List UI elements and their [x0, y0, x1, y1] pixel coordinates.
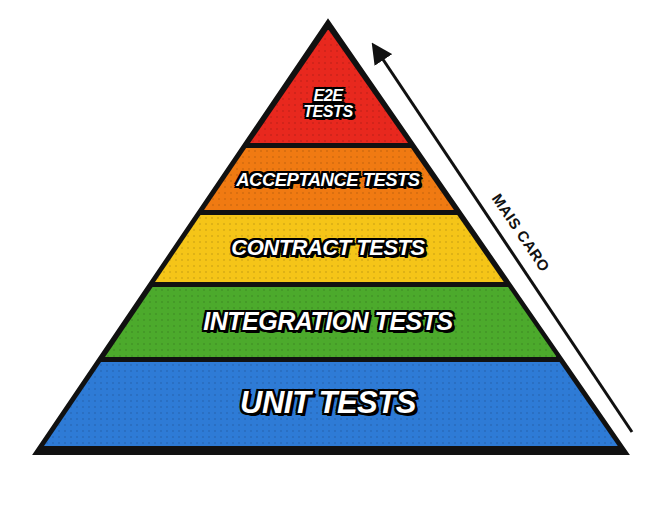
halftone: [250, 30, 408, 143]
band-fill: [44, 362, 618, 446]
pyramid-band: ACCEPTANCE TESTS: [204, 148, 454, 210]
band-label: CONTRACT TESTS: [231, 237, 424, 259]
halftone: [105, 287, 557, 357]
band-fill: [105, 287, 557, 357]
halftone: [204, 148, 454, 210]
band-label: UNIT TESTS: [240, 387, 416, 418]
pyramid-outline: [34, 20, 628, 454]
band-label: ACCEPTANCE TESTS: [236, 171, 419, 189]
halftone: [44, 362, 618, 446]
band-fill: [250, 30, 408, 143]
band-fill: [155, 215, 504, 282]
pyramid-band: CONTRACT TESTS: [155, 215, 504, 282]
pyramid-band: E2E TESTS: [250, 30, 408, 143]
band-fill: [204, 148, 454, 210]
pyramid-band: INTEGRATION TESTS: [105, 287, 557, 357]
halftone: [155, 215, 504, 282]
band-label: E2E TESTS: [288, 87, 368, 119]
band-label: INTEGRATION TESTS: [203, 309, 452, 334]
pyramid-band: UNIT TESTS: [44, 362, 618, 446]
